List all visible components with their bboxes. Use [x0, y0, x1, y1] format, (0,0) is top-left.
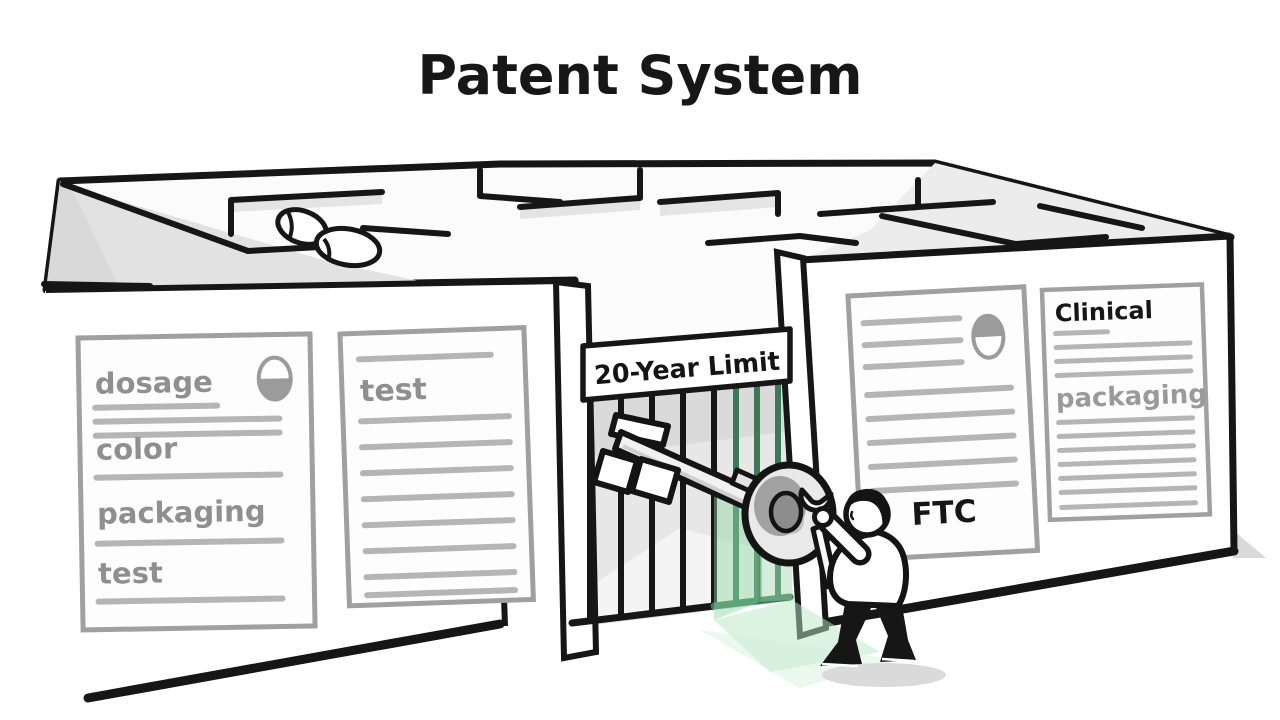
doc2-heading: test	[359, 372, 427, 409]
ruled-lines	[355, 351, 519, 599]
page-title: Patent System	[417, 44, 863, 107]
pill-icon	[971, 313, 1006, 360]
person-shadow	[822, 663, 946, 687]
ruled-lines	[860, 315, 1020, 494]
patent-document-clinical: Clinical packaging	[1039, 282, 1213, 523]
doc1-row-packaging: packaging	[97, 494, 266, 531]
doc4-heading: Clinical	[1054, 296, 1153, 327]
person-leg	[820, 598, 874, 666]
person-figure	[812, 488, 946, 687]
doc1-row-color: color	[96, 431, 179, 466]
ruled-lines	[92, 402, 286, 605]
doc1-row-dosage: dosage	[95, 365, 214, 401]
ftc-label: FTC	[911, 494, 978, 533]
doc1-row-test: test	[98, 556, 163, 591]
person-leg	[872, 594, 916, 662]
patent-document-ftc: FTC	[845, 284, 1041, 563]
maze-roof	[41, 159, 1235, 351]
patent-document-test: test	[337, 324, 536, 609]
maze-walls	[60, 167, 1145, 350]
pill-icon-maze	[275, 207, 383, 269]
person-hair	[845, 488, 889, 529]
doc4-watermark: packaging	[1055, 379, 1207, 414]
pill-icon	[256, 355, 293, 402]
ruled-lines	[1053, 329, 1199, 510]
key-icon	[591, 412, 837, 567]
patent-document-features: dosage color packaging test	[75, 331, 318, 633]
person-hand	[812, 506, 834, 528]
gate-banner: 20-Year Limit	[580, 326, 793, 403]
